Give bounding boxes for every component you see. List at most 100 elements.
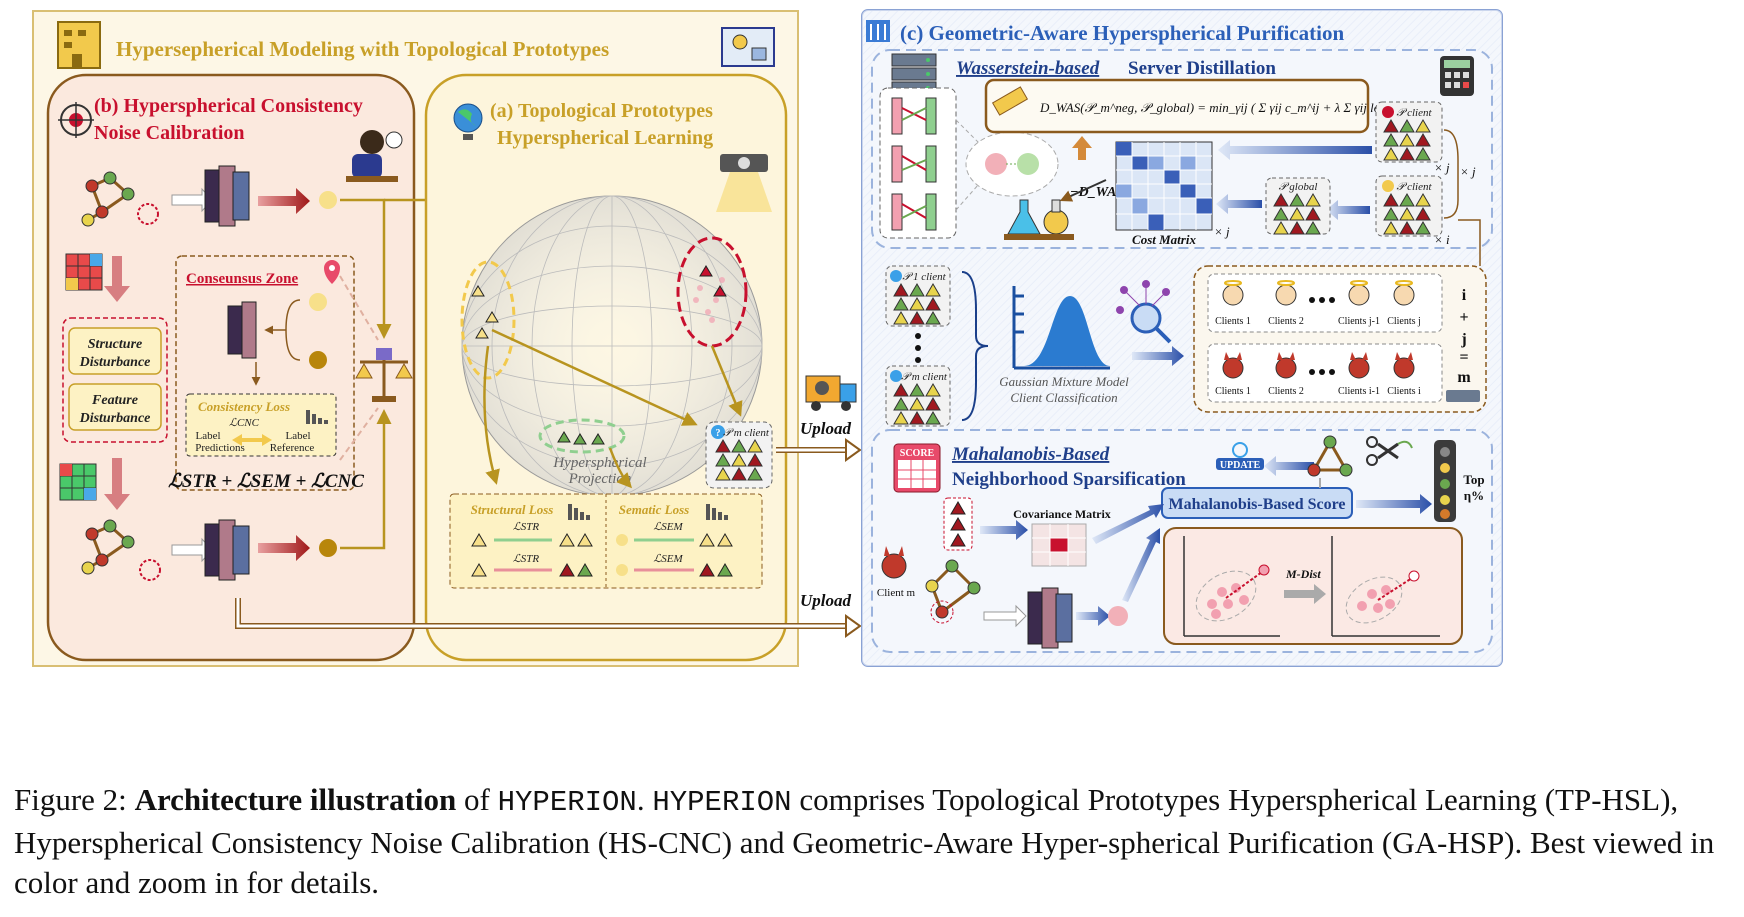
blueprint-icon <box>721 27 775 67</box>
caption-name-1: HYPERION <box>497 786 637 819</box>
consistency-loss-box <box>185 393 337 457</box>
label-predictions-1: Label <box>195 430 220 442</box>
section-b-title-2: Noise Calibration <box>94 122 245 144</box>
structure-disturbance-1: Structure <box>88 337 142 352</box>
encoder-top <box>204 165 250 227</box>
target-icon <box>58 102 94 138</box>
down-arrow-2 <box>104 458 130 510</box>
chemistry-flasks-icon <box>1004 199 1074 240</box>
wasserstein-title-rest: Server Distillation <box>1128 58 1276 79</box>
m-dist-plot-before <box>1183 536 1280 637</box>
cost-matrix-label: Cost Matrix <box>1132 232 1196 247</box>
angel-client-icons <box>1222 280 1415 306</box>
calculator-icon <box>1440 56 1474 96</box>
times-j-cost: × j <box>1214 224 1230 239</box>
mahalanobis-title-2: Neighborhood Sparsification <box>952 469 1186 490</box>
svg-text:?: ? <box>716 428 721 439</box>
p-client-mid: 𝒫 client <box>1396 181 1432 193</box>
feature-dot-bottom <box>319 539 337 557</box>
client-top-1: Clients 1 <box>1215 316 1251 327</box>
formula-box <box>984 78 1370 134</box>
blue-arrow-cov <box>980 520 1028 540</box>
client-m-graph <box>925 559 981 624</box>
pm-client-label: 𝒫 m client <box>901 371 948 383</box>
consensus-encoder <box>227 301 257 359</box>
right-panel: (c) Geometric-Aware Hyperspherical Purif… <box>861 9 1503 667</box>
bar-chart-icon-b <box>306 410 328 424</box>
red-arrow-top <box>258 188 310 214</box>
structural-loss-label: Structural Loss <box>471 502 554 517</box>
l-str-label-1: ℒSTR <box>513 521 540 533</box>
green-cluster-ellipse <box>538 418 626 454</box>
client-bottom-2: Clients 2 <box>1268 386 1304 397</box>
left-panel: Hypersepherical Modeling with Topologica… <box>32 10 799 667</box>
encoder-client-m <box>1027 587 1073 649</box>
caption-prefix: Figure 2: <box>14 782 135 817</box>
feature-disturbance-1: Feature <box>91 393 138 408</box>
projector-icon <box>716 154 772 212</box>
gmm-label-1: Gaussian Mixture Model <box>999 374 1129 389</box>
client-top-4: Clients j <box>1387 316 1421 327</box>
gmm-label-2: Client Classification <box>1010 390 1117 405</box>
cost-matrix <box>1115 141 1213 231</box>
devil-client-icons <box>1222 352 1415 379</box>
ruler-icon <box>991 86 1029 116</box>
down-arrow-1 <box>104 256 130 302</box>
upload-label-1: Upload <box>800 419 852 438</box>
feature-disturbance-2: Disturbance <box>79 411 151 426</box>
right-panel-title: (c) Geometric-Aware Hyperspherical Purif… <box>900 21 1344 45</box>
client-bottom-3: Clients i-1 <box>1338 386 1380 397</box>
sum-j: j <box>1460 331 1466 348</box>
l-cnc-label: ℒCNC <box>229 417 260 429</box>
encoder-bottom <box>204 519 250 581</box>
top-label-1: Top <box>1463 472 1484 487</box>
building-icon <box>57 21 101 69</box>
truck-icon <box>805 375 857 411</box>
client-bottom-1: Clients 1 <box>1215 386 1251 397</box>
projection-label-1: Hyperspherical <box>552 455 646 471</box>
update-badge-text: UPDATE <box>1220 460 1261 471</box>
l-sem-label-1: ℒSEM <box>653 521 683 533</box>
rubik-cube-icon-2 <box>59 463 97 501</box>
section-b-title-1: (b) Hyperspherical Consistency <box>94 95 363 117</box>
neg-dwas-label: −D_WAS <box>1070 185 1124 200</box>
times-j-right: × j <box>1460 164 1476 179</box>
caption-name-2: HYPERION <box>652 786 792 819</box>
sematic-loss-label: Sematic Loss <box>619 502 689 517</box>
blue-arrow-cov-score <box>1092 504 1164 544</box>
prototype-bars <box>891 97 937 231</box>
blue-arrow-node-score <box>1122 528 1160 602</box>
client-top-3: Clients j-1 <box>1338 316 1380 327</box>
globe-icon <box>453 103 483 140</box>
up-arrow-orange <box>1072 136 1092 160</box>
score-box[interactable] <box>1161 487 1353 519</box>
feature-dot-top <box>319 191 337 209</box>
client-top-2: Clients 2 <box>1268 316 1304 327</box>
grey-arrow-m-dist <box>1284 584 1326 604</box>
section-a-title-2: Hyperspherical Learning <box>497 127 713 149</box>
gaussian-curve-icon <box>1012 286 1110 370</box>
bar-chart-icon-sem <box>706 504 728 520</box>
score-box-label: Mahalanobis-Based Score <box>1168 496 1345 513</box>
caption-rest: comprises Topological Prototypes Hypersp… <box>14 782 1715 900</box>
left-panel-title: Hypersepherical Modeling with Topologica… <box>116 37 609 61</box>
blue-arrow-w1 <box>1218 140 1372 160</box>
client-m-feature-dot <box>1108 606 1128 626</box>
institution-icon <box>866 20 890 42</box>
blue-arrow-client-m <box>1076 606 1110 626</box>
caption-bold: Architecture illustration <box>134 782 457 817</box>
m-dist-box <box>1163 527 1463 645</box>
wasserstein-formula: D_WAS(𝒫_m^neg, 𝒫_global) = min_γij ( Σ γ… <box>1039 100 1410 115</box>
bar-chart-icon-str <box>568 504 590 520</box>
label-reference-1: Label <box>285 430 310 442</box>
wasserstein-title-italic: Wasserstein-based <box>956 58 1100 79</box>
times-j-top: × j <box>1434 160 1450 175</box>
upload-label-2: Upload <box>800 591 852 610</box>
update-icon <box>1216 442 1264 470</box>
rubik-cube-icon-1 <box>65 253 103 291</box>
sum-plus: + <box>1459 309 1468 326</box>
m-dist-plot-after <box>1331 536 1440 637</box>
benign-clients-box <box>1207 273 1443 333</box>
p-client-top: 𝒫 client <box>1396 107 1432 119</box>
caption-sep: . <box>636 782 653 817</box>
